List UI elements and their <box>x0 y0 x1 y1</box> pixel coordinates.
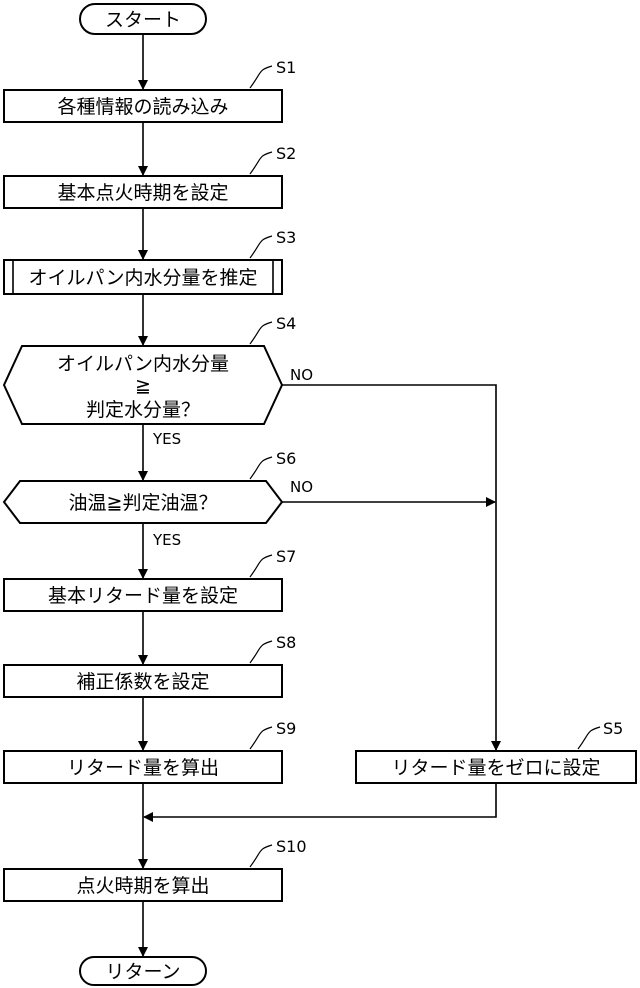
step-s3-id: S3 <box>276 228 296 247</box>
step-s8-id: S8 <box>276 633 296 652</box>
step-s3-leader <box>249 235 273 259</box>
step-s5-leader <box>577 726 601 750</box>
step-s2-id: S2 <box>276 144 296 163</box>
decision-s6-yes-label: YES <box>152 531 181 549</box>
step-s9-leader <box>249 726 273 750</box>
step-s5-id: S5 <box>603 719 623 738</box>
decision-s4-id: S4 <box>276 314 296 333</box>
end-label: リターン <box>105 961 180 983</box>
step-s2-leader <box>249 151 273 175</box>
step-s3: オイルパン内水分量を推定 S3 <box>3 228 296 295</box>
step-s9-text: リタード量を算出 <box>67 757 219 779</box>
step-s7-id: S7 <box>276 547 296 566</box>
connectors <box>138 34 501 957</box>
step-s8-leader <box>249 640 273 664</box>
step-s7: 基本リタード量を設定 S7 <box>3 547 296 612</box>
decision-s4: オイルパン内水分量 ≧ 判定水分量？ S4 NO YES <box>2 314 313 448</box>
step-s9: リタード量を算出 S9 <box>3 719 296 784</box>
step-s8-text: 補正係数を設定 <box>76 671 209 693</box>
decision-s6-leader <box>249 456 273 480</box>
step-s7-text: 基本リタード量を設定 <box>48 585 238 607</box>
decision-s6-id: S6 <box>276 449 296 468</box>
decision-s4-leader <box>249 321 273 345</box>
decision-s4-yes-label: YES <box>152 430 181 448</box>
step-s10-text: 点火時期を算出 <box>76 875 209 897</box>
step-s3-text: オイルパン内水分量を推定 <box>29 267 258 289</box>
start-label: スタート <box>105 9 181 31</box>
step-s1: 各種情報の読み込み S1 <box>3 58 296 123</box>
decision-s6-no-label: NO <box>290 478 313 496</box>
decision-s4-no-label: NO <box>290 366 313 384</box>
step-s1-leader <box>249 65 273 89</box>
end-terminal: リターン <box>79 956 207 986</box>
step-s1-text: 各種情報の読み込み <box>57 96 228 118</box>
arrow-s5-merge <box>143 783 497 822</box>
step-s10-id: S10 <box>276 837 307 856</box>
step-s7-leader <box>249 554 273 578</box>
step-s10: 点火時期を算出 S10 <box>3 837 307 902</box>
step-s2-text: 基本点火時期を設定 <box>57 182 228 204</box>
step-s5-text: リタード量をゼロに設定 <box>391 757 600 779</box>
step-s9-id: S9 <box>276 719 296 738</box>
decision-s6: 油温≧判定油温？ S6 NO YES <box>2 449 313 549</box>
step-s8: 補正係数を設定 S8 <box>3 633 296 698</box>
step-s5: リタード量をゼロに設定 S5 <box>355 719 637 784</box>
decision-s6-text: 油温≧判定油温？ <box>69 492 218 514</box>
decision-s4-line3: 判定水分量？ <box>86 399 200 421</box>
decision-s4-line1: オイルパン内水分量 <box>57 353 229 375</box>
start-terminal: スタート <box>79 3 207 35</box>
step-s10-leader <box>249 844 273 868</box>
arrow-s4-no-s5 <box>282 384 501 751</box>
decision-s4-line2: ≧ <box>135 375 151 397</box>
step-s2: 基本点火時期を設定 S2 <box>3 144 296 209</box>
step-s1-id: S1 <box>276 58 296 77</box>
